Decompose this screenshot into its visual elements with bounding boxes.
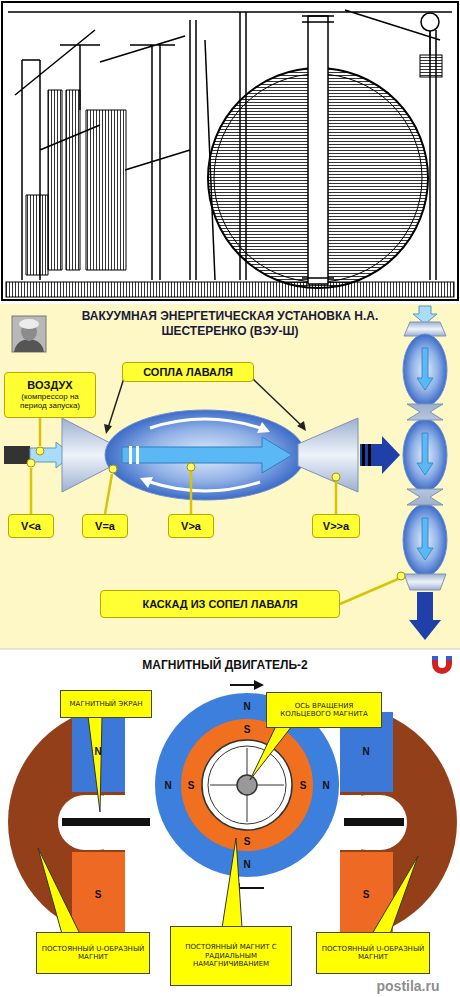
callout-tail: [88, 716, 102, 812]
flow-arrow: [122, 437, 292, 473]
magnetic-screen: [344, 818, 404, 826]
callout-box: ПОСТОЯННЫЙ U-ОБРАЗНЫЙ МАГНИТ: [316, 932, 430, 974]
panel-divider: [0, 649, 460, 650]
pole-letter: S: [188, 780, 195, 791]
machine-frame: [8, 10, 452, 280]
leader-lines: [31, 418, 398, 604]
cascade-flow-arrows: [417, 348, 433, 560]
callout-box: ПОСТОЯННЫЙ МАГНИТ С РАДИАЛЬНЫМ НАМАГНИЧИ…: [170, 926, 292, 986]
callout-text: ОСЬ ВРАЩЕНИЯ КОЛЬЦЕВОГО МАГНИТА: [270, 702, 378, 719]
panel-background: [0, 304, 460, 649]
outlet-stripes: [362, 444, 371, 466]
vortex-arrows: [150, 419, 260, 491]
column-capitals: [302, 16, 334, 278]
cascade-inlet-arrow: [413, 306, 437, 324]
magnet-icon-tips: [432, 656, 452, 660]
pole-letter: S: [363, 889, 370, 900]
ring-hub: [202, 740, 292, 830]
pole-letter: N: [164, 780, 171, 791]
pole-letter: N: [243, 859, 250, 870]
pole-letter: N: [322, 780, 329, 791]
cascade-outlet-arrow: [409, 592, 441, 640]
callout-box: ОСЬ ВРАЩЕНИЯ КОЛЬЦЕВОГО МАГНИТА: [266, 692, 382, 728]
hub-cross: [210, 748, 284, 822]
callout-tail: [222, 838, 242, 928]
callout-text: КАСКАД ИЗ СОПЕЛ ЛАВАЛЯ: [142, 598, 297, 611]
pole-letter: S: [244, 836, 251, 847]
leader-dots: [27, 447, 405, 580]
ring-hub-rim: [208, 746, 286, 824]
diverging-nozzle: [298, 418, 358, 492]
callout-text: МАГНИТНЫЙ ЭКРАН: [70, 700, 143, 708]
callout-text: V=a: [95, 520, 115, 533]
pulley: [421, 13, 439, 31]
outlet-arrow: [360, 436, 400, 474]
callout-box: МАГНИТНЫЙ ЭКРАН: [60, 690, 152, 718]
vortex-chamber: [105, 410, 305, 500]
callout-tail: [372, 856, 418, 934]
callout-text: ПОСТОЯННЫЙ U-ОБРАЗНЫЙ МАГНИТ: [40, 945, 146, 962]
author-photo: [12, 316, 46, 352]
ground-hatch: [6, 282, 454, 297]
central-column: [308, 16, 328, 284]
engraving-frame: [2, 2, 458, 300]
callout-tail: [250, 726, 292, 780]
bracket-arrowheads: [104, 421, 306, 434]
callout-box: ПОСТОЯННЫЙ U-ОБРАЗНЫЙ МАГНИТ: [36, 932, 150, 974]
weight: [420, 55, 442, 77]
panel-title: ВАКУУМНАЯ ЭНЕРГЕТИЧЕСКАЯ УСТАНОВКА Н.А. …: [80, 309, 380, 339]
callout-box: V>a: [168, 514, 214, 538]
u-magnet-body: [340, 705, 457, 939]
callout-text: ПОСТОЯННЫЙ МАГНИТ С РАДИАЛЬНЫМ НАМАГНИЧИ…: [174, 943, 288, 968]
flow-marks: [129, 446, 139, 464]
watermark: postila.ru: [376, 978, 439, 994]
magnetic-screen: [62, 818, 150, 826]
pump-cylinders: [26, 90, 126, 275]
bracket-arrows: [108, 378, 302, 428]
pole-letter: S: [244, 724, 251, 735]
callout-box: V=a: [82, 514, 128, 538]
callout-text: V>>a: [323, 520, 349, 533]
pole-letter: N: [94, 746, 101, 757]
pole-letter: S: [300, 780, 307, 791]
callout-text: V>a: [181, 520, 201, 533]
pole-letter: S: [95, 889, 102, 900]
callout-box: СОПЛА ЛАВАЛЯ: [122, 362, 254, 382]
callout-text: V<a: [21, 520, 41, 533]
callout-text: ВОЗДУХ: [27, 379, 72, 392]
cascade-funnel: [404, 574, 446, 590]
south-pole: [72, 852, 125, 932]
pole-letter: N: [362, 746, 369, 757]
magnet-slot: [340, 795, 407, 850]
inlet-pipe: [4, 446, 30, 464]
pole-letter: N: [243, 701, 250, 712]
callout-box: V<a: [8, 514, 54, 538]
callout-tail: [38, 848, 80, 934]
rotation-axle: [237, 775, 257, 795]
vortex-arrowheads: [140, 422, 270, 488]
callout-text: ПОСТОЯННЫЙ U-ОБРАЗНЫЙ МАГНИТ: [320, 945, 426, 962]
magnet-icon: [432, 656, 452, 674]
ring-magnet-inner: [181, 719, 313, 851]
callout-text: СОПЛА ЛАВАЛЯ: [143, 366, 233, 379]
callout-text: (компрессор на период запуска): [8, 392, 92, 410]
panel-title: МАГНИТНЫЙ ДВИГАТЕЛЬ-2: [142, 658, 307, 672]
rope: [430, 31, 431, 55]
callout-box: КАСКАД ИЗ СОПЕЛ ЛАВАЛЯ: [100, 590, 340, 618]
photo-hair: [19, 319, 39, 329]
callout-box: ВОЗДУХ(компрессор на период запуска): [4, 372, 96, 418]
callout-box: V>>a: [312, 514, 360, 538]
